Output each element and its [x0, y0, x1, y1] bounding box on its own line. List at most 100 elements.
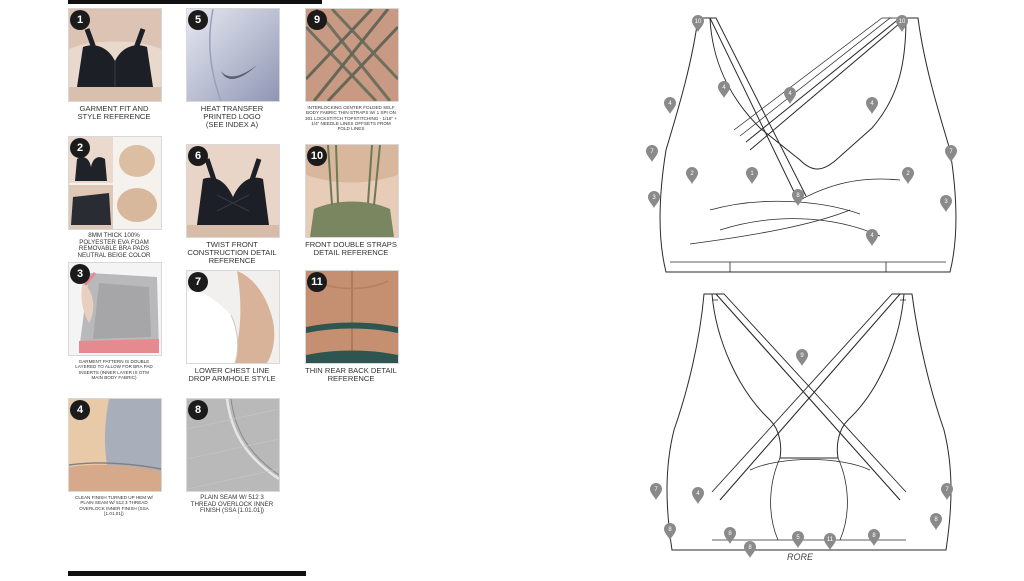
reference-number-badge: 8 [188, 400, 208, 420]
callout-number: 3 [652, 195, 656, 201]
callout-number: 4 [788, 91, 792, 97]
callout-pin: 2 [902, 167, 914, 184]
callout-number: 10 [899, 19, 906, 25]
front-strap-right [749, 17, 918, 151]
callout-pin: 7 [646, 145, 658, 162]
reference-number-badge: 2 [70, 138, 90, 158]
reference-card-11: 11 THIN REAR BACK DETAIL REFERENCE [305, 270, 399, 384]
callout-pin: 4 [664, 97, 676, 114]
callout-pin: 8 [868, 529, 880, 546]
callout-number: 3 [944, 199, 948, 205]
hem-finish-photo: 4 [68, 398, 162, 492]
callout-number: 8 [728, 531, 732, 537]
reference-card-2: 2 8MM THICK 100% POLYESTER EVA FOAM REMO… [68, 136, 162, 260]
callout-pin: 4 [866, 97, 878, 114]
reference-caption: HEAT TRANSFER PRINTED LOGO (SEE INDEX A) [200, 104, 264, 130]
callout-pin: 4 [866, 229, 878, 246]
twist-front-photo: 6 [186, 144, 280, 238]
callout-pin: 8 [664, 523, 676, 540]
brand-mark-text: RORE [787, 552, 814, 562]
reference-card-9: 9 INTERLOCKING CENTER FOLDED SELF BODY F… [305, 8, 399, 132]
callout-pin: 1 [746, 167, 758, 184]
reference-number-badge: 1 [70, 10, 90, 30]
callout-pin: 10 [896, 15, 908, 32]
reference-caption: 8MM THICK 100% POLYESTER EVA FOAM REMOVA… [77, 232, 151, 260]
back-body-outline [666, 293, 952, 551]
double-layer-photo: 3 [68, 262, 162, 356]
top-divider [68, 0, 322, 4]
callout-number: 8 [668, 527, 672, 533]
reference-number-badge: 3 [70, 264, 90, 284]
reference-caption: THIN REAR BACK DETAIL REFERENCE [305, 366, 397, 384]
reference-number-badge: 4 [70, 400, 90, 420]
callout-number: 11 [827, 537, 834, 543]
back-callout-pins: 9 7 7 4 8 8 8 5 11 8 8 [650, 349, 953, 558]
reference-card-10: 10 FRONT DOUBLE STRAPS DETAIL REFERENCE [305, 144, 399, 258]
callout-pin: 4 [692, 487, 704, 504]
flat-sketch-svg: RORE 10 10 4 4 4 4 7 7 2 1 2 3 8 3 4 9 7 7 4 8 8 8 5 11 8 8 [646, 15, 957, 562]
callout-number: 5 [796, 535, 800, 541]
reference-caption: CLEAN FINISH TURNED UP HEM W/ PLAIN SEAM… [75, 495, 153, 516]
reference-number-badge: 10 [307, 146, 327, 166]
callout-number: 10 [695, 19, 702, 25]
callout-pin: 8 [792, 189, 804, 206]
callout-pin: 4 [784, 87, 796, 104]
callout-number: 4 [668, 101, 672, 107]
front-body-outline [659, 17, 957, 273]
interlocking-straps-photo: 9 [305, 8, 399, 102]
callout-number: 7 [945, 487, 949, 493]
callout-number: 8 [872, 533, 876, 539]
reference-caption: LOWER CHEST LINE DROP ARMHOLE STYLE [188, 366, 276, 384]
callout-pin: 5 [792, 531, 804, 548]
reference-caption: GARMENT PATTERN IS DOUBLE LAYERED TO ALL… [75, 359, 153, 380]
bottom-divider [68, 571, 306, 576]
callout-pin: 7 [941, 483, 953, 500]
callout-number: 4 [696, 491, 700, 497]
callout-number: 7 [650, 149, 654, 155]
callout-pin: 8 [930, 513, 942, 530]
callout-number: 4 [870, 233, 874, 239]
callout-number: 8 [796, 193, 800, 199]
callout-number: 8 [934, 517, 938, 523]
reference-card-8: 8 PLAIN SEAM W/ 512 3 THREAD OVERLOCK IN… [186, 398, 280, 515]
reference-card-3: 3 GARMENT PATTERN IS DOUBLE LAYERED TO A… [68, 262, 162, 380]
reference-caption: INTERLOCKING CENTER FOLDED SELF BODY FAB… [305, 105, 397, 132]
callout-pin: 11 [824, 533, 836, 550]
callout-pin: 8 [724, 527, 736, 544]
callout-pin: 10 [692, 15, 704, 32]
reference-caption: PLAIN SEAM W/ 512 3 THREAD OVERLOCK INNE… [190, 494, 274, 515]
reference-number-badge: 5 [188, 10, 208, 30]
reference-number-badge: 7 [188, 272, 208, 292]
callout-pin: 8 [744, 541, 756, 558]
callout-pin: 7 [650, 483, 662, 500]
callout-number: 1 [750, 171, 754, 177]
callout-pin: 9 [796, 349, 808, 366]
armhole-photo: 7 [186, 270, 280, 364]
callout-pin: 7 [945, 145, 957, 162]
reference-caption: GARMENT FIT AND STYLE REFERENCE [77, 104, 151, 122]
callout-number: 2 [690, 171, 694, 177]
reference-card-5: 5 HEAT TRANSFER PRINTED LOGO (SEE INDEX … [186, 8, 280, 130]
front-straps-photo: 10 [305, 144, 399, 238]
front-callout-pins: 10 10 4 4 4 4 7 7 2 1 2 3 8 3 4 [646, 15, 957, 246]
reference-card-7: 7 LOWER CHEST LINE DROP ARMHOLE STYLE [186, 270, 280, 384]
technical-flat-drawing: RORE 10 10 4 4 4 4 7 7 2 1 2 3 8 3 4 9 7 7 4 8 8 8 5 11 8 8 [600, 0, 1024, 576]
callout-number: 7 [654, 487, 658, 493]
reference-caption: FRONT DOUBLE STRAPS DETAIL REFERENCE [305, 240, 397, 258]
plain-seam-photo: 8 [186, 398, 280, 492]
reference-card-6: 6 TWIST FRONT CONSTRUCTION DETAIL REFERE… [186, 144, 280, 266]
callout-pin: 4 [718, 81, 730, 98]
reference-number-badge: 11 [307, 272, 327, 292]
reference-caption: TWIST FRONT CONSTRUCTION DETAIL REFERENC… [187, 240, 277, 266]
bra-pads-photo: 2 [68, 136, 162, 230]
fit-style-photo: 1 [68, 8, 162, 102]
rear-back-photo: 11 [305, 270, 399, 364]
callout-number: 9 [800, 353, 804, 359]
callout-number: 7 [949, 149, 953, 155]
reference-number-badge: 6 [188, 146, 208, 166]
reference-card-1: 1 GARMENT FIT AND STYLE REFERENCE [68, 8, 162, 122]
reference-number-badge: 9 [307, 10, 327, 30]
callout-number: 4 [870, 101, 874, 107]
callout-pin: 3 [648, 191, 660, 208]
callout-pin: 3 [940, 195, 952, 212]
